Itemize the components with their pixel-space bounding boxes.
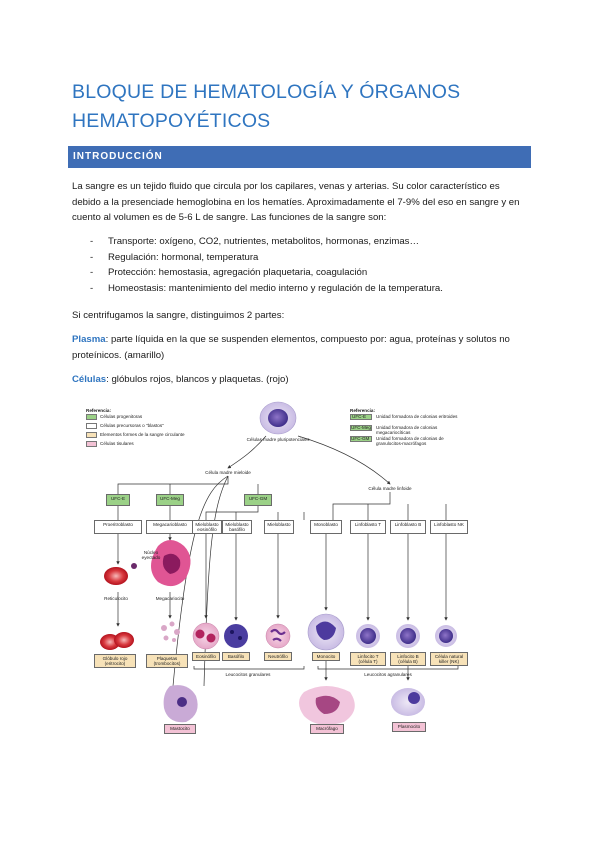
- ufc-e-box: UFC-E: [106, 494, 130, 506]
- list-dash: -: [90, 236, 94, 247]
- page-title-line-2: HEMATOPOYÉTICOS: [72, 110, 271, 132]
- b-lymphocyte-icon: [396, 624, 420, 648]
- precursor-box: Megacarioblasto: [146, 520, 194, 534]
- reticulocyte-label: Reticulocito: [104, 596, 128, 601]
- reticulocyte-icon: [104, 563, 137, 585]
- nucleus-label: Núcleo eyectado: [141, 550, 161, 561]
- intro-paragraph: La sangre es un tejido fluido que circul…: [72, 181, 520, 223]
- precursor-box: Linfoblasto B: [390, 520, 426, 534]
- list-dash: -: [90, 251, 94, 263]
- agranular-label: Leucocitos agranulares: [364, 672, 412, 677]
- mastocyte-icon: [163, 685, 198, 723]
- neutrophil-icon: [265, 623, 291, 649]
- myeloid-label: Célula madre mieloide: [205, 470, 251, 475]
- ufc-gm-box: UFC-GM: [244, 494, 272, 506]
- list-dash: -: [90, 282, 94, 294]
- diagram-lines-and-cells: [100, 401, 459, 725]
- centrifuge-paragraph: Si centrifugamos la sangre, distinguimos…: [72, 310, 285, 321]
- megakaryocyte-icon: [151, 540, 191, 587]
- granular-label: Leucocitos granulares: [225, 672, 271, 677]
- precursor-box: Linfoblasto T: [350, 520, 386, 534]
- page-title: BLOQUE DE HEMATOLOGÍA Y ÓRGANOS HEMATOPO…: [72, 78, 532, 136]
- mature-box: Célula natural killer (NK): [430, 652, 468, 666]
- mature-box: Monocito: [312, 652, 340, 661]
- plasmocyte-icon: [391, 688, 425, 716]
- tissue-box: Plasmocito: [392, 722, 426, 732]
- plasma-paragraph: Plasma: parte líquida en la que se suspe…: [72, 334, 510, 361]
- functions-list: -Transporte: oxígeno, CO2, nutrientes, m…: [72, 234, 530, 296]
- list-item: -Homeostasis: mantenimiento del medio in…: [72, 281, 530, 297]
- tissue-box: Macrófago: [310, 724, 344, 734]
- platelets-icon: [161, 621, 180, 642]
- basophil-icon: [224, 624, 248, 648]
- macrophage-icon: [299, 686, 355, 725]
- precursor-box: Linfoblasto NK: [430, 520, 468, 534]
- mature-box: Plaquetas (trombocitos): [146, 654, 188, 668]
- cells-paragraph: Células: glóbulos rojos, blancos y plaqu…: [72, 374, 289, 385]
- stem-cell-icon: [259, 401, 297, 435]
- legend-item: Elementos formes de la sangre circulante: [86, 431, 186, 441]
- legend-left: Referencia: Células progenitoras Células…: [86, 408, 186, 450]
- mature-box: Linfocito T (célula T): [350, 652, 386, 666]
- ufc-meg-box: UFC-Meg: [156, 494, 184, 506]
- mature-box: Neutrófilo: [264, 652, 292, 661]
- list-dash: -: [90, 267, 94, 278]
- eosinophil-icon: [192, 622, 220, 650]
- page-title-line-1: BLOQUE DE HEMATOLOGÍA Y ÓRGANOS: [72, 81, 461, 103]
- plasma-term: Plasma: [72, 334, 106, 345]
- section-heading: INTRODUCCIÓN: [68, 146, 531, 168]
- list-item: -Regulación: hormonal, temperatura: [72, 250, 530, 266]
- megakaryocyte-label: Megacariocito: [155, 596, 185, 601]
- precursor-box: Monoblasto: [310, 520, 342, 534]
- mature-box: Eosinófilo: [192, 652, 220, 661]
- legend-item: Células precursoras o "blastos": [86, 422, 186, 432]
- list-item: -Protección: hemostasia, agregación plaq…: [72, 265, 530, 281]
- nk-cell-icon: [435, 625, 457, 647]
- t-lymphocyte-icon: [356, 624, 380, 648]
- tissue-box: Mastocito: [164, 724, 196, 734]
- mature-box: Glóbulo rojo (eritrocito): [94, 654, 136, 668]
- hematopoiesis-diagram: Referencia: Células progenitoras Células…: [78, 396, 522, 736]
- precursor-box: Mieloblasto eosinófilo: [192, 520, 222, 534]
- precursor-box: Proeritroblasto: [94, 520, 142, 534]
- list-item: -Transporte: oxígeno, CO2, nutrientes, m…: [72, 234, 530, 250]
- legend-item: Células tisulares: [86, 440, 186, 450]
- precursor-box: Mieloblasto basófilo: [222, 520, 252, 534]
- stem-cell-label: Células madre pluripotenciales: [246, 437, 310, 442]
- cells-term: Células: [72, 374, 107, 385]
- mature-box: Linfocito B (célula B): [390, 652, 426, 666]
- monocyte-icon: [307, 613, 345, 651]
- mature-box: Basófilo: [222, 652, 250, 661]
- legend-item: Células progenitoras: [86, 413, 186, 423]
- lymphoid-label: Célula madre linfoide: [368, 486, 412, 491]
- red-blood-cell-icon: [100, 632, 134, 650]
- precursor-box: Mieloblasto: [264, 520, 294, 534]
